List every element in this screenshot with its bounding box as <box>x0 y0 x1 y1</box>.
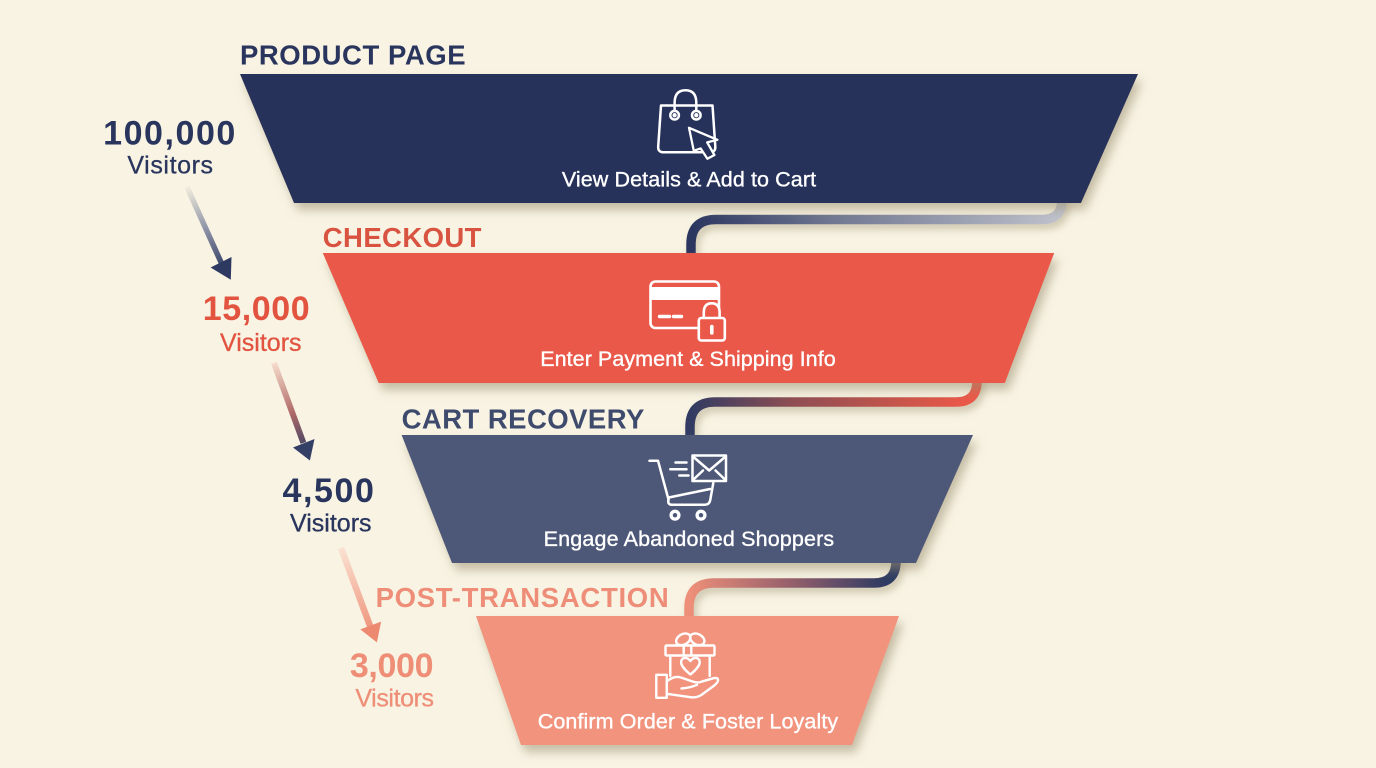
svg-text:View Details & Add to Cart: View Details & Add to Cart <box>562 168 816 192</box>
svg-text:Visitors: Visitors <box>290 510 372 538</box>
svg-text:Visitors: Visitors <box>355 685 433 713</box>
svg-text:PRODUCT PAGE: PRODUCT PAGE <box>240 40 466 71</box>
svg-text:Visitors: Visitors <box>127 152 213 180</box>
svg-text:Visitors: Visitors <box>220 329 302 357</box>
svg-text:100,000: 100,000 <box>103 115 237 153</box>
svg-text:POST-TRANSACTION: POST-TRANSACTION <box>376 582 670 613</box>
svg-text:Confirm Order & Foster Loyalty: Confirm Order & Foster Loyalty <box>538 710 839 734</box>
svg-text:CHECKOUT: CHECKOUT <box>323 222 482 253</box>
svg-text:3,000: 3,000 <box>350 647 433 685</box>
svg-text:Enter Payment & Shipping Info: Enter Payment & Shipping Info <box>540 347 835 371</box>
svg-text:15,000: 15,000 <box>203 290 311 328</box>
svg-text:Engage Abandoned Shoppers: Engage Abandoned Shoppers <box>544 527 835 551</box>
svg-text:CART RECOVERY: CART RECOVERY <box>402 404 645 435</box>
svg-text:4,500: 4,500 <box>282 472 375 510</box>
